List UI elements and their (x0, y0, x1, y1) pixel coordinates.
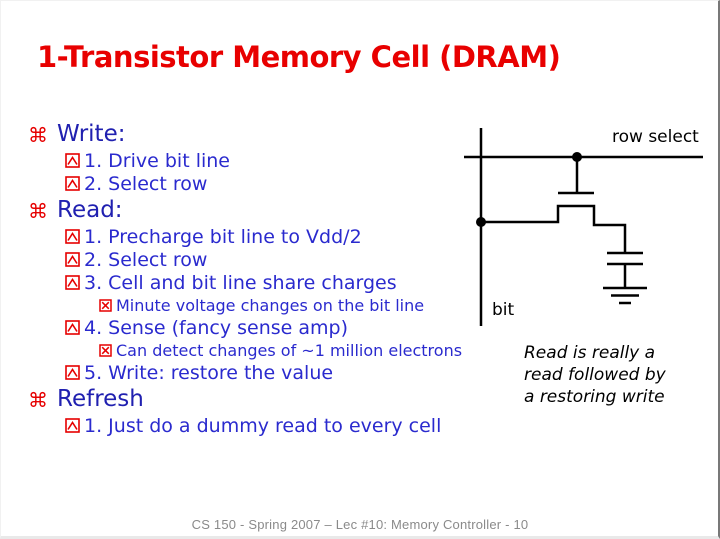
transistor-channel-wire (481, 204, 627, 253)
list-item-label: 2. Select row (84, 248, 208, 271)
list-item: 1. Precharge bit line to Vdd/2 (28, 225, 488, 248)
list-item: ⌘ Refresh (28, 384, 488, 414)
bullet-list: ⌘ Write: 1. Drive bit line 2. Select row… (28, 119, 488, 437)
read-note-line: Read is really a (524, 343, 656, 363)
caret-box-bullet-icon (65, 418, 80, 433)
read-note: Read is really a read followed by a rest… (524, 342, 720, 408)
list-item: ⌘ Write: (28, 119, 488, 149)
list-item: 4. Sense (fancy sense amp) (28, 316, 488, 339)
list-item: Can detect changes of ~1 million electro… (28, 339, 488, 361)
list-item-label: Refresh (57, 386, 144, 412)
read-note-line: a restoring write (524, 387, 665, 407)
command-bullet-icon: ⌘ (28, 388, 48, 412)
list-item-label: 4. Sense (fancy sense amp) (84, 316, 348, 339)
list-item-label: 1. Precharge bit line to Vdd/2 (84, 225, 362, 248)
list-item: 3. Cell and bit line share charges (28, 271, 488, 294)
command-bullet-icon: ⌘ (28, 123, 48, 147)
list-item-label: 1. Drive bit line (84, 149, 230, 172)
caret-box-bullet-icon (65, 252, 80, 267)
list-item: 5. Write: restore the value (28, 361, 488, 384)
list-item: 2. Select row (28, 248, 488, 271)
caret-box-bullet-icon (65, 275, 80, 290)
list-item: ⌘ Read: (28, 195, 488, 225)
x-box-bullet-icon (99, 298, 112, 312)
caret-box-bullet-icon (65, 365, 80, 380)
list-item-label: 1. Just do a dummy read to every cell (84, 414, 442, 437)
list-item: 1. Drive bit line (28, 149, 488, 172)
list-item-label: 2. Select row (84, 172, 208, 195)
row-select-junction-dot (572, 152, 582, 162)
caret-box-bullet-icon (65, 153, 80, 168)
caret-box-bullet-icon (65, 176, 80, 191)
list-item: 2. Select row (28, 172, 488, 195)
list-item: 1. Just do a dummy read to every cell (28, 414, 488, 437)
slide-footer: CS 150 - Spring 2007 – Lec #10: Memory C… (191, 517, 529, 532)
list-item-label: Read: (57, 197, 123, 223)
list-item-label: 3. Cell and bit line share charges (84, 271, 397, 294)
slide-title: 1-Transistor Memory Cell (DRAM) (37, 40, 561, 74)
x-box-bullet-icon (99, 343, 112, 357)
list-item-label: Can detect changes of ~1 million electro… (116, 340, 463, 360)
caret-box-bullet-icon (65, 229, 80, 244)
list-item: Minute voltage changes on the bit line (28, 294, 488, 316)
bit-label: bit (492, 300, 515, 320)
dram-cell-circuit-diagram (464, 128, 703, 326)
read-note-line: read followed by (524, 365, 666, 385)
list-item-label: 5. Write: restore the value (84, 361, 334, 384)
command-bullet-icon: ⌘ (28, 199, 48, 223)
bit-line-junction-dot (476, 217, 486, 227)
list-item-label: Write: (57, 121, 126, 147)
caret-box-bullet-icon (65, 320, 80, 335)
list-item-label: Minute voltage changes on the bit line (116, 295, 425, 315)
row-select-label: row select (612, 127, 699, 147)
